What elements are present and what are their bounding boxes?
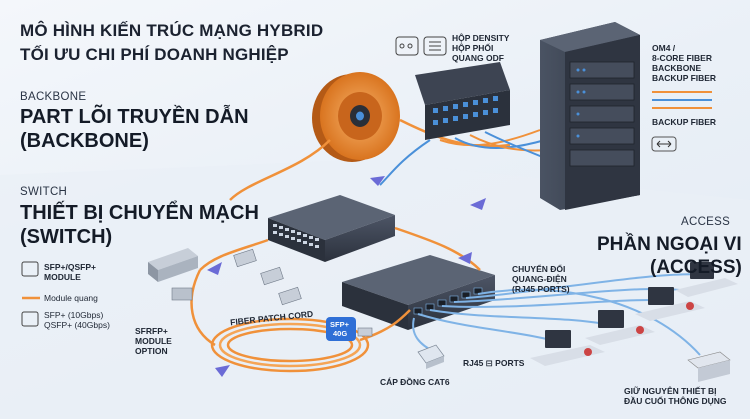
rack-legend-3: BACKBONE	[652, 63, 702, 73]
sfp-badge-line2: 40G	[333, 329, 348, 338]
switch-small: SWITCH	[20, 186, 68, 198]
workstation-icon	[530, 262, 738, 366]
access-title: PHẦN NGOẠI VI	[597, 234, 742, 255]
keep-devices-label-1: GIỮ NGUYÊN THIẾT BỊ	[624, 386, 717, 396]
converter-label-3: (RJ45 PORTS)	[512, 284, 570, 294]
odf-label-3: QUANG ODF	[452, 53, 504, 63]
server-rack-icon	[540, 22, 640, 210]
legend-sfrfp-3: OPTION	[135, 346, 168, 356]
title-line1: MÔ HÌNH KIẾN TRÚC MẠNG HYBRID	[20, 21, 324, 40]
odf-label-2: HỘP PHỐI	[452, 43, 494, 53]
legend-sfrfp-2: MODULE	[135, 336, 172, 346]
sfp-badge	[326, 317, 373, 341]
title-line2: TỐI ƯU CHI PHÍ DOANH NGHIỆP	[20, 45, 289, 64]
switch-icon	[268, 195, 395, 262]
odf-label-1: HỘP DENSITY	[452, 33, 510, 43]
legend-module-quang: Module quang	[44, 293, 98, 303]
switch-subtitle: (SWITCH)	[20, 226, 113, 248]
legend-speeds-2: QSFP+ (40Gbps)	[44, 320, 110, 330]
access-switch-icon	[342, 255, 495, 330]
rj45-ports-label: RJ45 ⊟ PORTS	[463, 358, 525, 368]
backbone-small: BACKBONE	[20, 91, 87, 103]
legend-icons	[21, 261, 40, 327]
access-small: ACCESS	[681, 216, 731, 228]
legend-sfp-1: SFP+/QSFP+	[44, 262, 96, 272]
legend-sfp-2: MODULE	[44, 272, 81, 282]
printer-icon	[687, 351, 731, 382]
odf-panel-icon	[415, 62, 510, 140]
rack-legend-2: 8-CORE FIBER	[652, 53, 712, 63]
access-subtitle: (ACCESS)	[650, 257, 742, 278]
panel-small-icons	[395, 36, 447, 56]
bidirectional-arrow-icon	[651, 136, 677, 152]
keep-devices-label-2: ĐẦU CUỐI THÔNG DỤNG	[624, 396, 727, 406]
rack-legend-1: OM4 /	[652, 43, 676, 53]
legend-speeds-1: SFP+ (10Gbps)	[44, 310, 104, 320]
sfp-module-icon	[148, 248, 302, 306]
switch-title: THIẾT BỊ CHUYỂN MẠCH	[20, 202, 259, 224]
fiber-spool-icon	[312, 72, 400, 162]
rack-legend-4: BACKUP FIBER	[652, 73, 717, 83]
legend-sfrfp-1: SFRFP+	[135, 326, 168, 336]
rj45-connector-icon	[417, 344, 445, 369]
backbone-title: PART LÕI TRUYỀN DẪN	[20, 106, 249, 128]
converter-label-2: QUANG-ĐIỆN	[512, 274, 567, 284]
converter-label-1: CHUYỂN ĐỔI	[512, 264, 566, 274]
sfp-badge-line1: SFP+	[330, 320, 349, 329]
rack-legend-5: BACKUP FIBER	[652, 117, 717, 127]
backbone-subtitle: (BACKBONE)	[20, 130, 149, 152]
cat6-label: CÁP ĐỒNG CAT6	[380, 377, 450, 387]
